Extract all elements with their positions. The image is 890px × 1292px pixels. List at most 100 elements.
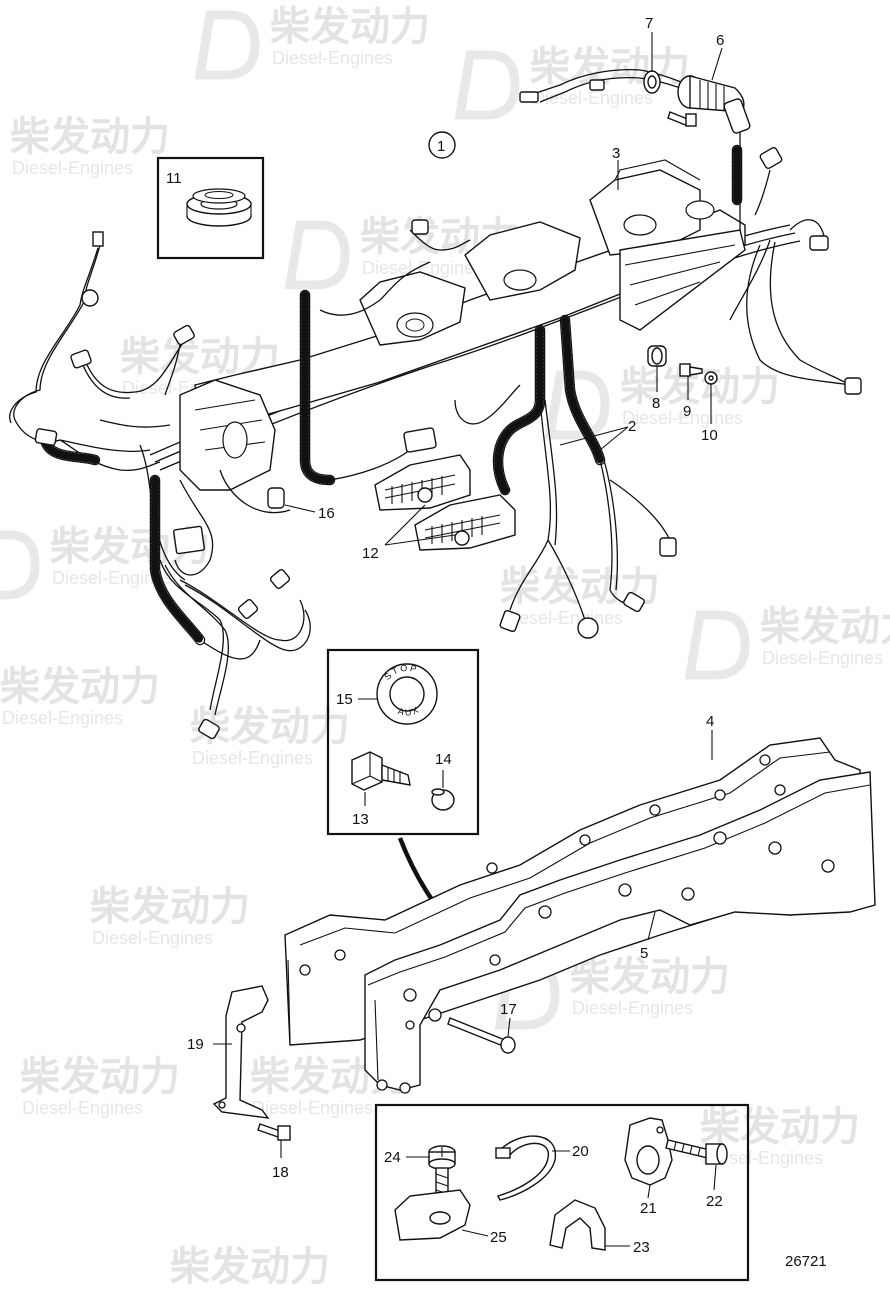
watermark-cn: 柴发动力 (270, 4, 430, 50)
callout-19: 19 (187, 1036, 204, 1053)
cable-tie-20-icon (495, 1135, 556, 1201)
group-marker: 1 (428, 131, 456, 159)
clip-25-icon (394, 1189, 471, 1241)
callout-22: 22 (706, 1193, 723, 1210)
sensor-connector-icon (809, 235, 829, 251)
callout-3: 3 (612, 145, 620, 162)
sensor-connector-icon (70, 349, 92, 369)
sensor-connector-icon (411, 219, 429, 235)
watermark-en: Diesel-Engines (192, 748, 313, 768)
watermark-en: Diesel-Engines (52, 568, 173, 588)
callout-8: 8 (652, 395, 660, 412)
sensor-connector-icon (198, 718, 220, 740)
sensor-connector-icon (659, 537, 677, 557)
callout-4: 4 (706, 713, 714, 730)
sensor-connector-icon (623, 591, 645, 613)
sensor-connector-icon (519, 91, 539, 103)
detail-box-clamps: 24 25 20 23 21 22 (374, 1103, 750, 1282)
figure-number: 26721 (785, 1253, 827, 1270)
cap-14-icon (431, 788, 455, 811)
watermark-cn: 柴发动力 (570, 954, 730, 1000)
cable-duct-5 (364, 771, 876, 1094)
connector-12a (374, 454, 471, 511)
sensor-connector-icon (269, 569, 291, 589)
aux-label: AUX (397, 704, 420, 718)
watermark-en: Diesel-Engines (762, 648, 883, 668)
grommet-icon (186, 188, 252, 227)
bolt-17: 17 (447, 1001, 517, 1054)
callout-10: 10 (701, 427, 718, 444)
connector-6 (677, 75, 751, 134)
clamp-23-icon (549, 1199, 606, 1251)
watermark-cn: 柴发动力 (90, 884, 250, 930)
callout-leaders-rails: 4 5 (640, 713, 714, 962)
wiring-harness-assembly (9, 69, 862, 740)
watermark-cn: 柴发动力 (170, 1244, 330, 1290)
callout-24: 24 (384, 1149, 401, 1166)
bolt-22-icon (665, 1139, 728, 1165)
watermark-en: Diesel-Engines (272, 48, 393, 68)
screw-near-6 (667, 111, 697, 127)
watermark-cn: 柴发动力 (760, 604, 890, 650)
sensor-connector-icon (173, 324, 195, 346)
callout-6: 6 (716, 32, 724, 49)
o-ring-7 (643, 70, 661, 94)
watermark-en: Diesel-Engines (572, 998, 693, 1018)
p-clamp-21-icon (624, 1117, 673, 1186)
grommet-8 (647, 345, 667, 367)
screw-9 (679, 363, 703, 377)
sensor-connector-icon (34, 428, 58, 446)
callout-13: 13 (352, 811, 369, 828)
group-marker-label: 1 (437, 138, 445, 155)
watermark-cn: 柴发动力 (0, 664, 160, 710)
callout-15: 15 (336, 691, 353, 708)
watermark-en: Diesel-Engines (22, 1098, 143, 1118)
callout-18: 18 (272, 1164, 289, 1181)
harness-left-branches (9, 244, 311, 716)
watermark-en: Diesel-Engines (2, 708, 123, 728)
callout-12: 12 (362, 545, 379, 562)
watermark-en: Diesel-Engines (622, 408, 743, 428)
watermark-cn: 柴发动力 (10, 114, 170, 160)
sensor-connector-icon (589, 79, 605, 91)
plug-connector-icon (173, 525, 205, 555)
callout-9: 9 (683, 403, 691, 420)
harness-front-bracket (179, 379, 276, 491)
sensor-connector-icon (237, 599, 259, 619)
watermark-en: Diesel-Engines (702, 1148, 823, 1168)
callout-21: 21 (640, 1200, 657, 1217)
grommet-16-icon (267, 487, 285, 509)
stop-aux-button-icon: STOP AUX (376, 663, 438, 725)
watermark-en: Diesel-Engines (362, 258, 483, 278)
round-connector-icon (577, 617, 599, 639)
harness-carrier-3 (194, 159, 746, 431)
detail-box-stop-button: 15 STOP AUX 14 13 (326, 648, 480, 836)
watermark-layer: 柴发动力 Diesel-Engines 柴发动力 Diesel-Engines … (0, 4, 890, 1290)
screw-18: 18 (257, 1123, 291, 1181)
callout-11: 11 (166, 170, 182, 187)
sensor-connector-icon (759, 146, 783, 170)
terminal-connector-icon (92, 231, 104, 247)
harness-connectors (34, 79, 862, 740)
washer-10 (704, 371, 718, 385)
plug-connector-icon (403, 427, 437, 453)
callout-14: 14 (435, 751, 452, 768)
watermark-en: Diesel-Engines (12, 158, 133, 178)
callout-17: 17 (500, 1001, 517, 1018)
bracket-19: 19 (187, 985, 270, 1119)
callout-25: 25 (490, 1229, 507, 1246)
watermark-cn: 柴发动力 (20, 1054, 180, 1100)
svg-text:AUX: AUX (397, 704, 422, 718)
watermark-en: Diesel-Engines (252, 1098, 373, 1118)
connector-12b (414, 494, 516, 551)
watermark-en: Diesel-Engines (92, 928, 213, 948)
callout-20: 20 (572, 1143, 589, 1160)
harness-conduits (39, 144, 743, 646)
sensor-connector-icon (499, 609, 521, 633)
callout-16: 16 (318, 505, 335, 522)
sensor-connector-icon (844, 377, 862, 395)
callout-2: 2 (628, 418, 636, 435)
callout-leaders-upper: 7 6 3 8 9 10 2 16 12 (284, 15, 724, 562)
ring-terminal-icon (81, 289, 99, 307)
